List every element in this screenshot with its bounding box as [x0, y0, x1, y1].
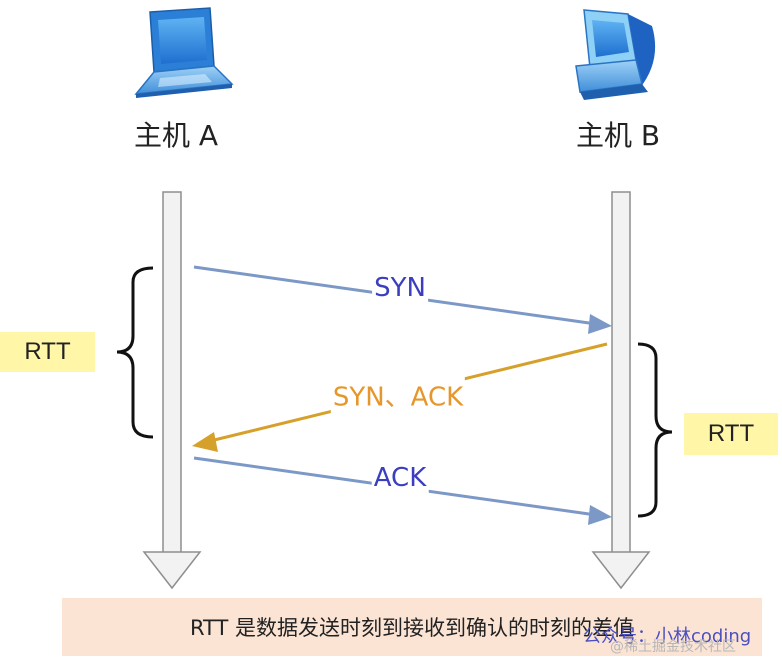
- rtt-brace-left: [116, 266, 154, 439]
- watermark-primary: 公众号：小林coding: [583, 626, 752, 647]
- rtt-label-right: RTT: [684, 413, 778, 455]
- timeline-host-b: [591, 191, 651, 590]
- syn-label: SYN: [372, 273, 428, 303]
- ack-label: ACK: [371, 463, 429, 493]
- laptop-icon: [134, 7, 234, 98]
- footer-note: RTT 是数据发送时刻到接收到确认的时刻的差值: [62, 598, 762, 656]
- desktop-computer-icon: [575, 9, 656, 100]
- syn-ack-label: SYN、ACK: [330, 376, 466, 414]
- timeline-host-a: [142, 191, 202, 590]
- host-a-label: 主机 A: [133, 119, 219, 152]
- rtt-label-left: RTT: [0, 332, 95, 372]
- host-b-label: 主机 B: [575, 119, 661, 152]
- watermark-secondary: @稀土掘金技术社区: [610, 639, 736, 655]
- rtt-brace-right: [637, 342, 673, 518]
- footer-text: RTT 是数据发送时刻到接收到确认的时刻的差值: [189, 616, 635, 640]
